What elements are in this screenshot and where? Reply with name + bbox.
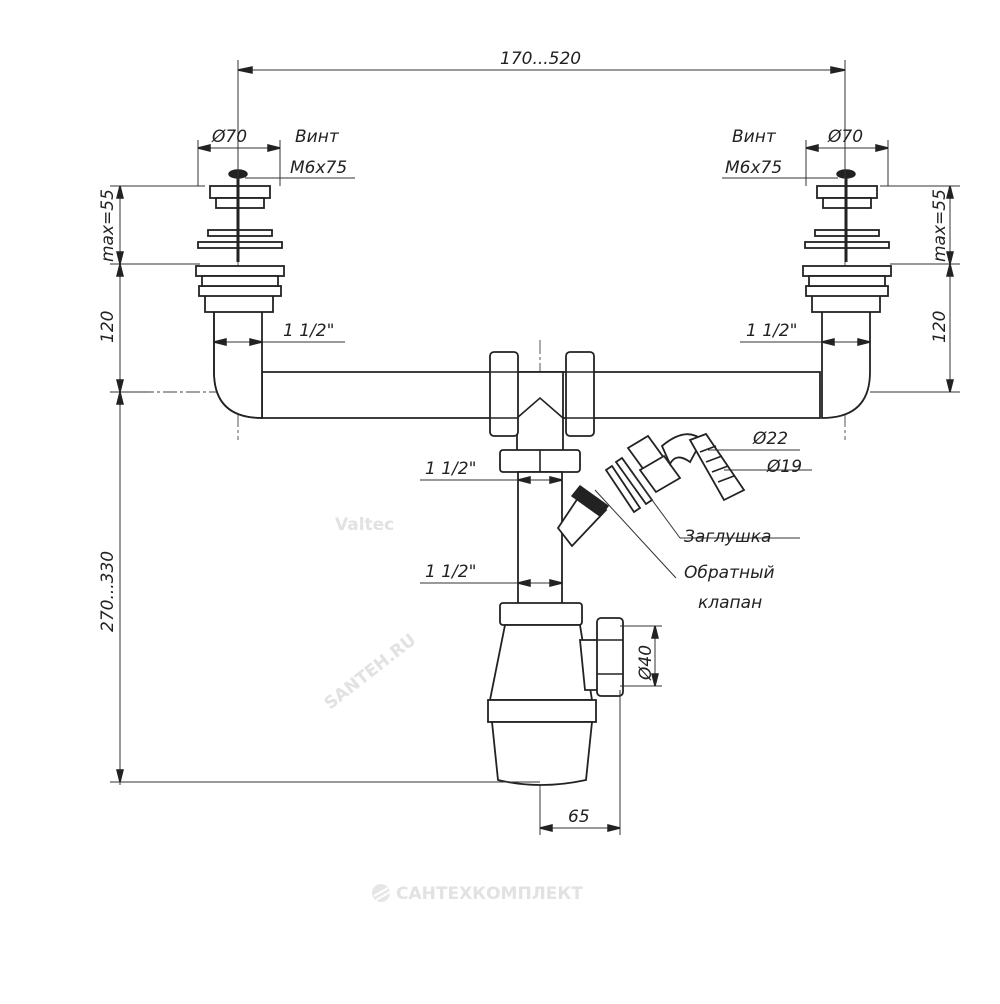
dimension-left-vertical: max=55 120 270...330: [98, 185, 540, 785]
bottle-trap: [487, 617, 624, 786]
hose-outer-label: Ø22: [752, 429, 788, 449]
tee-fitting: [489, 351, 595, 456]
callout-valve-line2: клапан: [698, 593, 762, 613]
left-max-label: max=55: [98, 189, 118, 262]
thread-labels: 1 1/2" 1 1/2" 1 1/2" 1 1/2": [213, 321, 871, 587]
watermark-site: SANTEH.RU: [321, 630, 420, 714]
left-thread-label: 1 1/2": [283, 321, 334, 341]
outlet-diameter-label: Ø40: [636, 645, 656, 681]
callout-plug: Заглушка: [684, 527, 771, 547]
left-screw-label: Винт: [295, 127, 340, 147]
top-width-label: 170...520: [500, 49, 581, 69]
right-screw-label: Винт: [732, 127, 777, 147]
dimension-offset: 65: [539, 690, 621, 835]
watermark-brand: Valtec: [335, 515, 394, 535]
dimension-right-vertical: max=55 120: [870, 185, 960, 393]
tee-thread-label: 1 1/2": [425, 459, 476, 479]
right-height-label: 120: [930, 311, 950, 343]
dimension-outlet: Ø40: [620, 625, 662, 687]
offset-label: 65: [568, 807, 590, 827]
right-diameter-label: Ø70: [827, 127, 863, 147]
left-height-label: 120: [98, 311, 118, 343]
callout-valve-line1: Обратный: [684, 563, 775, 583]
right-screw-size: M6x75: [725, 158, 782, 178]
left-diameter-label: Ø70: [211, 127, 247, 147]
hose-fitting: [604, 432, 746, 514]
dimension-right-diameter: Ø70 Винт M6x75: [722, 127, 889, 186]
hose-inner-label: Ø19: [766, 457, 802, 477]
dimension-left-diameter: Ø70 Винт M6x75: [197, 127, 355, 186]
footer-logo-icon: [372, 884, 391, 902]
right-strainer: [802, 169, 892, 313]
lower-thread-label: 1 1/2": [425, 562, 476, 582]
watermark-footer: САНТЕХКОМПЛЕКТ: [396, 884, 583, 904]
left-strainer: [195, 169, 285, 313]
hose-dimensions: Ø22 Ø19: [708, 429, 812, 477]
vertical-pipe: [499, 449, 610, 626]
callouts: Заглушка Обратный клапан: [594, 469, 800, 613]
left-screw-size: M6x75: [290, 158, 347, 178]
dimension-top-width: 170...520: [237, 49, 846, 180]
right-max-label: max=55: [930, 189, 950, 262]
right-thread-label: 1 1/2": [746, 321, 797, 341]
overall-height-label: 270...330: [98, 551, 118, 632]
